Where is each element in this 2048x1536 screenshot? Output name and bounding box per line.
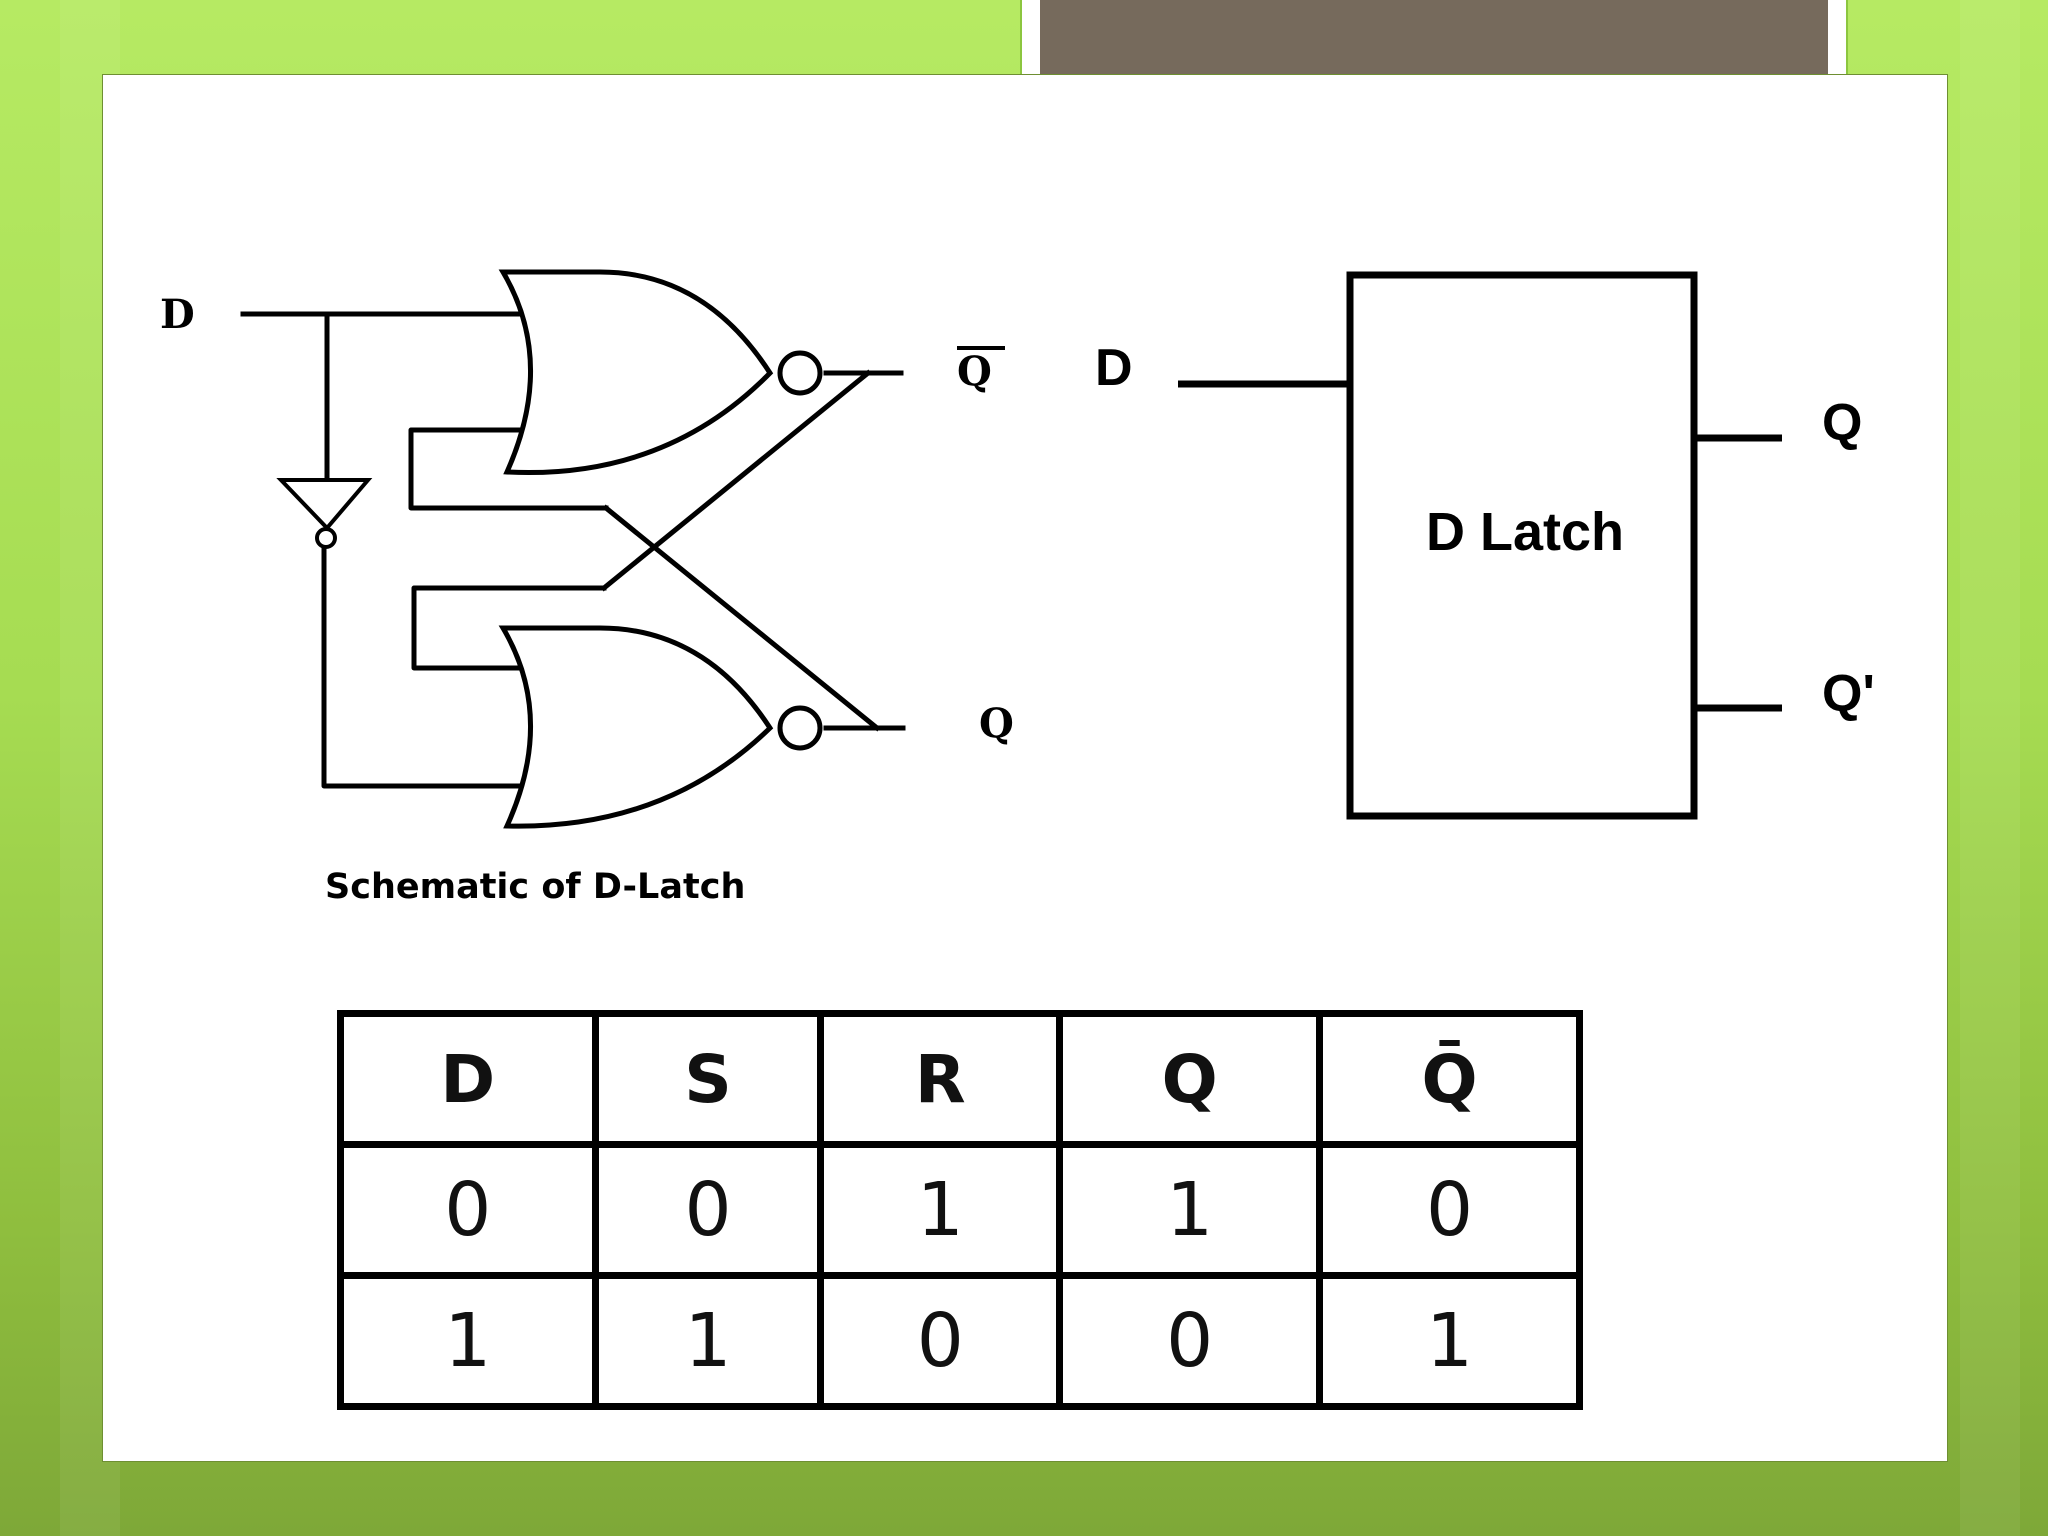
header-s: S (591, 1010, 825, 1148)
feedback-bottom-wire (411, 585, 607, 671)
table-cell: 0 (817, 1272, 1064, 1410)
inverter-gate (276, 478, 373, 549)
table-cell: 1 (337, 1272, 599, 1410)
table-cell: 0 (337, 1141, 599, 1279)
block-q-label: Q (1822, 394, 1862, 452)
header-qbar: Q̄ (1316, 1010, 1583, 1148)
table-cell: 1 (1316, 1272, 1583, 1410)
table-row: 1 1 0 0 1 (337, 1272, 1583, 1410)
block-qprime-label: Q' (1822, 665, 1875, 723)
nor-gate-top (498, 269, 823, 476)
cross-wire-down (602, 504, 881, 732)
header-q: Q (1056, 1010, 1324, 1148)
header-d: D (337, 1010, 599, 1148)
schematic-caption: Schematic of D-Latch (325, 867, 745, 907)
background-stripe (1960, 0, 2020, 1536)
block-title: D Latch (1426, 502, 1624, 562)
table-header-row: D S R Q Q̄ (337, 1010, 1583, 1148)
schematic-wires (240, 311, 906, 789)
d-latch-box (1346, 271, 1698, 820)
table-cell: 0 (591, 1141, 825, 1279)
table-row: 0 0 1 1 0 (337, 1141, 1583, 1279)
header-r: R (817, 1010, 1064, 1148)
block-d-label: D (1095, 339, 1133, 397)
table-cell: 0 (1056, 1272, 1324, 1410)
table-cell: 1 (817, 1141, 1064, 1279)
d-latch-block (1178, 271, 1782, 820)
cross-wire-up (600, 369, 872, 592)
schematic-d-label: D (160, 291, 195, 338)
feedback-top-wire (408, 427, 609, 511)
table-cell: 1 (591, 1272, 825, 1410)
schematic-qbar-label: Q (957, 348, 992, 395)
inverter-output-wire (321, 545, 533, 789)
table-cell: 1 (1056, 1141, 1324, 1279)
table-cell: 0 (1316, 1141, 1583, 1279)
nor-gate-bottom (498, 625, 823, 829)
truth-table: D S R Q Q̄ 0 0 1 1 0 1 1 0 0 1 (337, 1010, 1583, 1410)
schematic-q-label: Q (979, 700, 1014, 747)
